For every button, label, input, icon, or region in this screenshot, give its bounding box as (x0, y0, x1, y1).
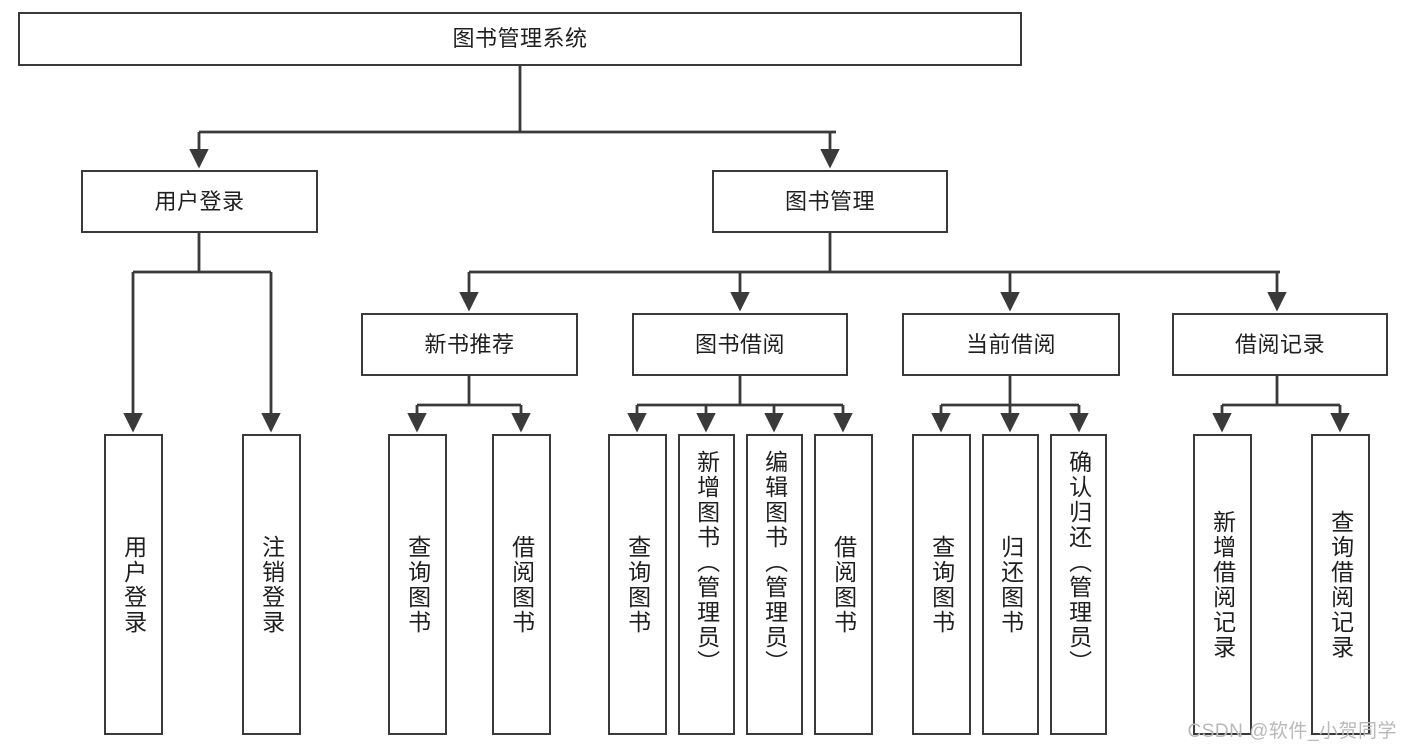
node-user-login[interactable]: 用户登录 (81, 170, 318, 233)
leaf-query-book-borrow[interactable]: 查询图书 (608, 434, 667, 735)
node-borrow-record[interactable]: 借阅记录 (1172, 313, 1388, 376)
node-new-book-recommend-label: 新书推荐 (424, 331, 515, 357)
leaf-add-book-admin[interactable]: 新增图书（管理员） (678, 434, 735, 735)
node-book-management[interactable]: 图书管理 (712, 170, 948, 233)
leaf-return-book-label: 归还图书 (997, 534, 1024, 635)
leaf-borrow-book-label: 借阅图书 (830, 534, 857, 635)
node-user-login-label: 用户登录 (154, 188, 245, 214)
leaf-logout-label: 注销登录 (258, 534, 285, 635)
leaf-confirm-return-admin[interactable]: 确认归还（管理员） (1050, 434, 1107, 735)
leaf-confirm-return-admin-label: 确认归还（管理员） (1065, 450, 1092, 675)
leaf-query-book-recommend[interactable]: 查询图书 (388, 434, 447, 735)
leaf-add-borrow-record[interactable]: 新增借阅记录 (1193, 434, 1252, 735)
leaf-borrow-book-recommend[interactable]: 借阅图书 (492, 434, 551, 735)
node-current-borrow-label: 当前借阅 (965, 331, 1056, 357)
node-borrow-record-label: 借阅记录 (1234, 331, 1325, 357)
leaf-logout[interactable]: 注销登录 (242, 434, 301, 735)
leaf-query-book-current[interactable]: 查询图书 (912, 434, 971, 735)
node-book-borrow-label: 图书借阅 (694, 331, 785, 357)
node-book-management-label: 图书管理 (784, 188, 875, 214)
node-current-borrow[interactable]: 当前借阅 (902, 313, 1120, 376)
leaf-edit-book-admin-label: 编辑图书（管理员） (761, 450, 788, 675)
leaf-query-borrow-record[interactable]: 查询借阅记录 (1311, 434, 1370, 735)
node-book-borrow[interactable]: 图书借阅 (632, 313, 848, 376)
leaf-add-book-admin-label: 新增图书（管理员） (693, 450, 720, 675)
leaf-add-borrow-record-label: 新增借阅记录 (1209, 509, 1236, 660)
leaf-query-book-borrow-label: 查询图书 (624, 534, 651, 635)
node-root[interactable]: 图书管理系统 (18, 12, 1022, 66)
leaf-borrow-book[interactable]: 借阅图书 (814, 434, 873, 735)
leaf-query-book-current-label: 查询图书 (928, 534, 955, 635)
leaf-query-book-recommend-label: 查询图书 (404, 534, 431, 635)
node-new-book-recommend[interactable]: 新书推荐 (361, 313, 578, 376)
watermark: CSDN @软件_小贺同学 (1187, 721, 1397, 742)
leaf-return-book[interactable]: 归还图书 (982, 434, 1039, 735)
leaf-user-login[interactable]: 用户登录 (104, 434, 163, 735)
node-root-label: 图书管理系统 (452, 26, 588, 52)
leaf-user-login-label: 用户登录 (120, 534, 147, 635)
leaf-borrow-book-recommend-label: 借阅图书 (508, 534, 535, 635)
leaf-query-borrow-record-label: 查询借阅记录 (1327, 509, 1354, 660)
leaf-edit-book-admin[interactable]: 编辑图书（管理员） (746, 434, 803, 735)
